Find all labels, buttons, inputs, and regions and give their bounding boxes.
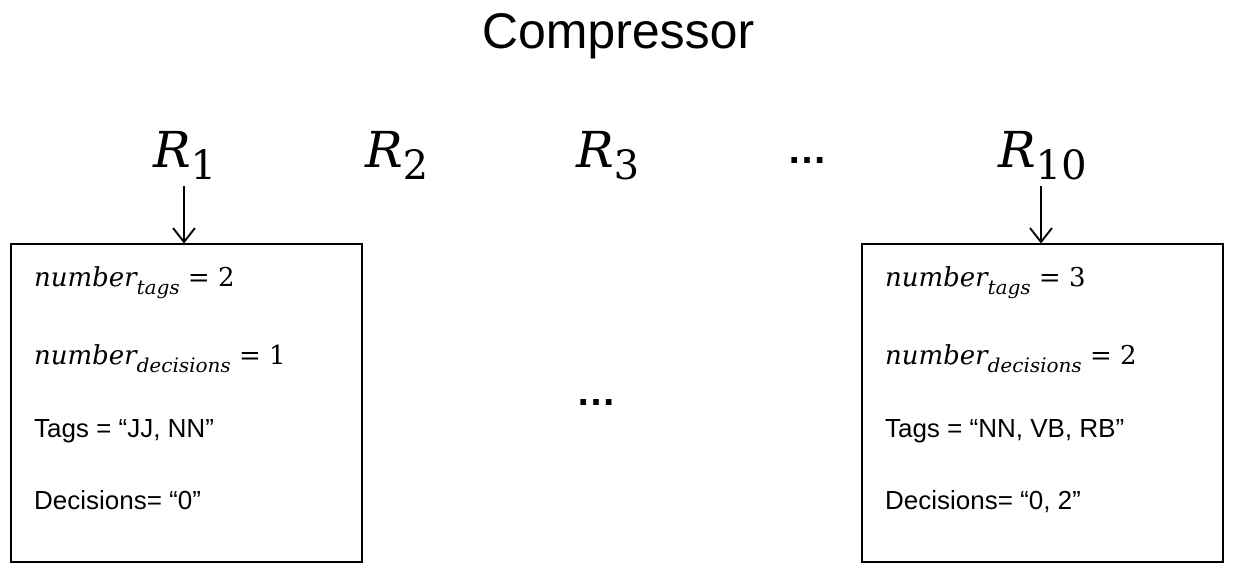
- round-box-r10: numbertags = 3 numberdecisions = 2 Tags …: [861, 243, 1224, 563]
- round-label-r1: R1: [153, 121, 217, 189]
- round-label-r10: R10: [998, 121, 1087, 189]
- diagram-title: Compressor: [481, 3, 755, 59]
- arrow-down-r1: [172, 186, 196, 244]
- arrow-down-r10: [1029, 186, 1053, 244]
- tags-line: Tags = “JJ, NN”: [34, 413, 214, 443]
- ellipsis-middle: …: [576, 370, 617, 414]
- round-label-r2: R2: [365, 121, 429, 189]
- decisions-line: Decisions= “0, 2”: [885, 485, 1081, 515]
- number-tags-line: numbertags = 3: [885, 263, 1086, 299]
- number-decisions-line: numberdecisions = 2: [885, 341, 1137, 377]
- number-decisions-line: numberdecisions = 1: [34, 341, 286, 377]
- ellipsis-top: …: [787, 128, 828, 172]
- tags-line: Tags = “NN, VB, RB”: [885, 413, 1125, 443]
- round-box-r1: numbertags = 2 numberdecisions = 1 Tags …: [10, 243, 363, 563]
- decisions-line: Decisions= “0”: [34, 485, 201, 515]
- number-tags-line: numbertags = 2: [34, 263, 235, 299]
- round-label-r3: R3: [576, 121, 640, 189]
